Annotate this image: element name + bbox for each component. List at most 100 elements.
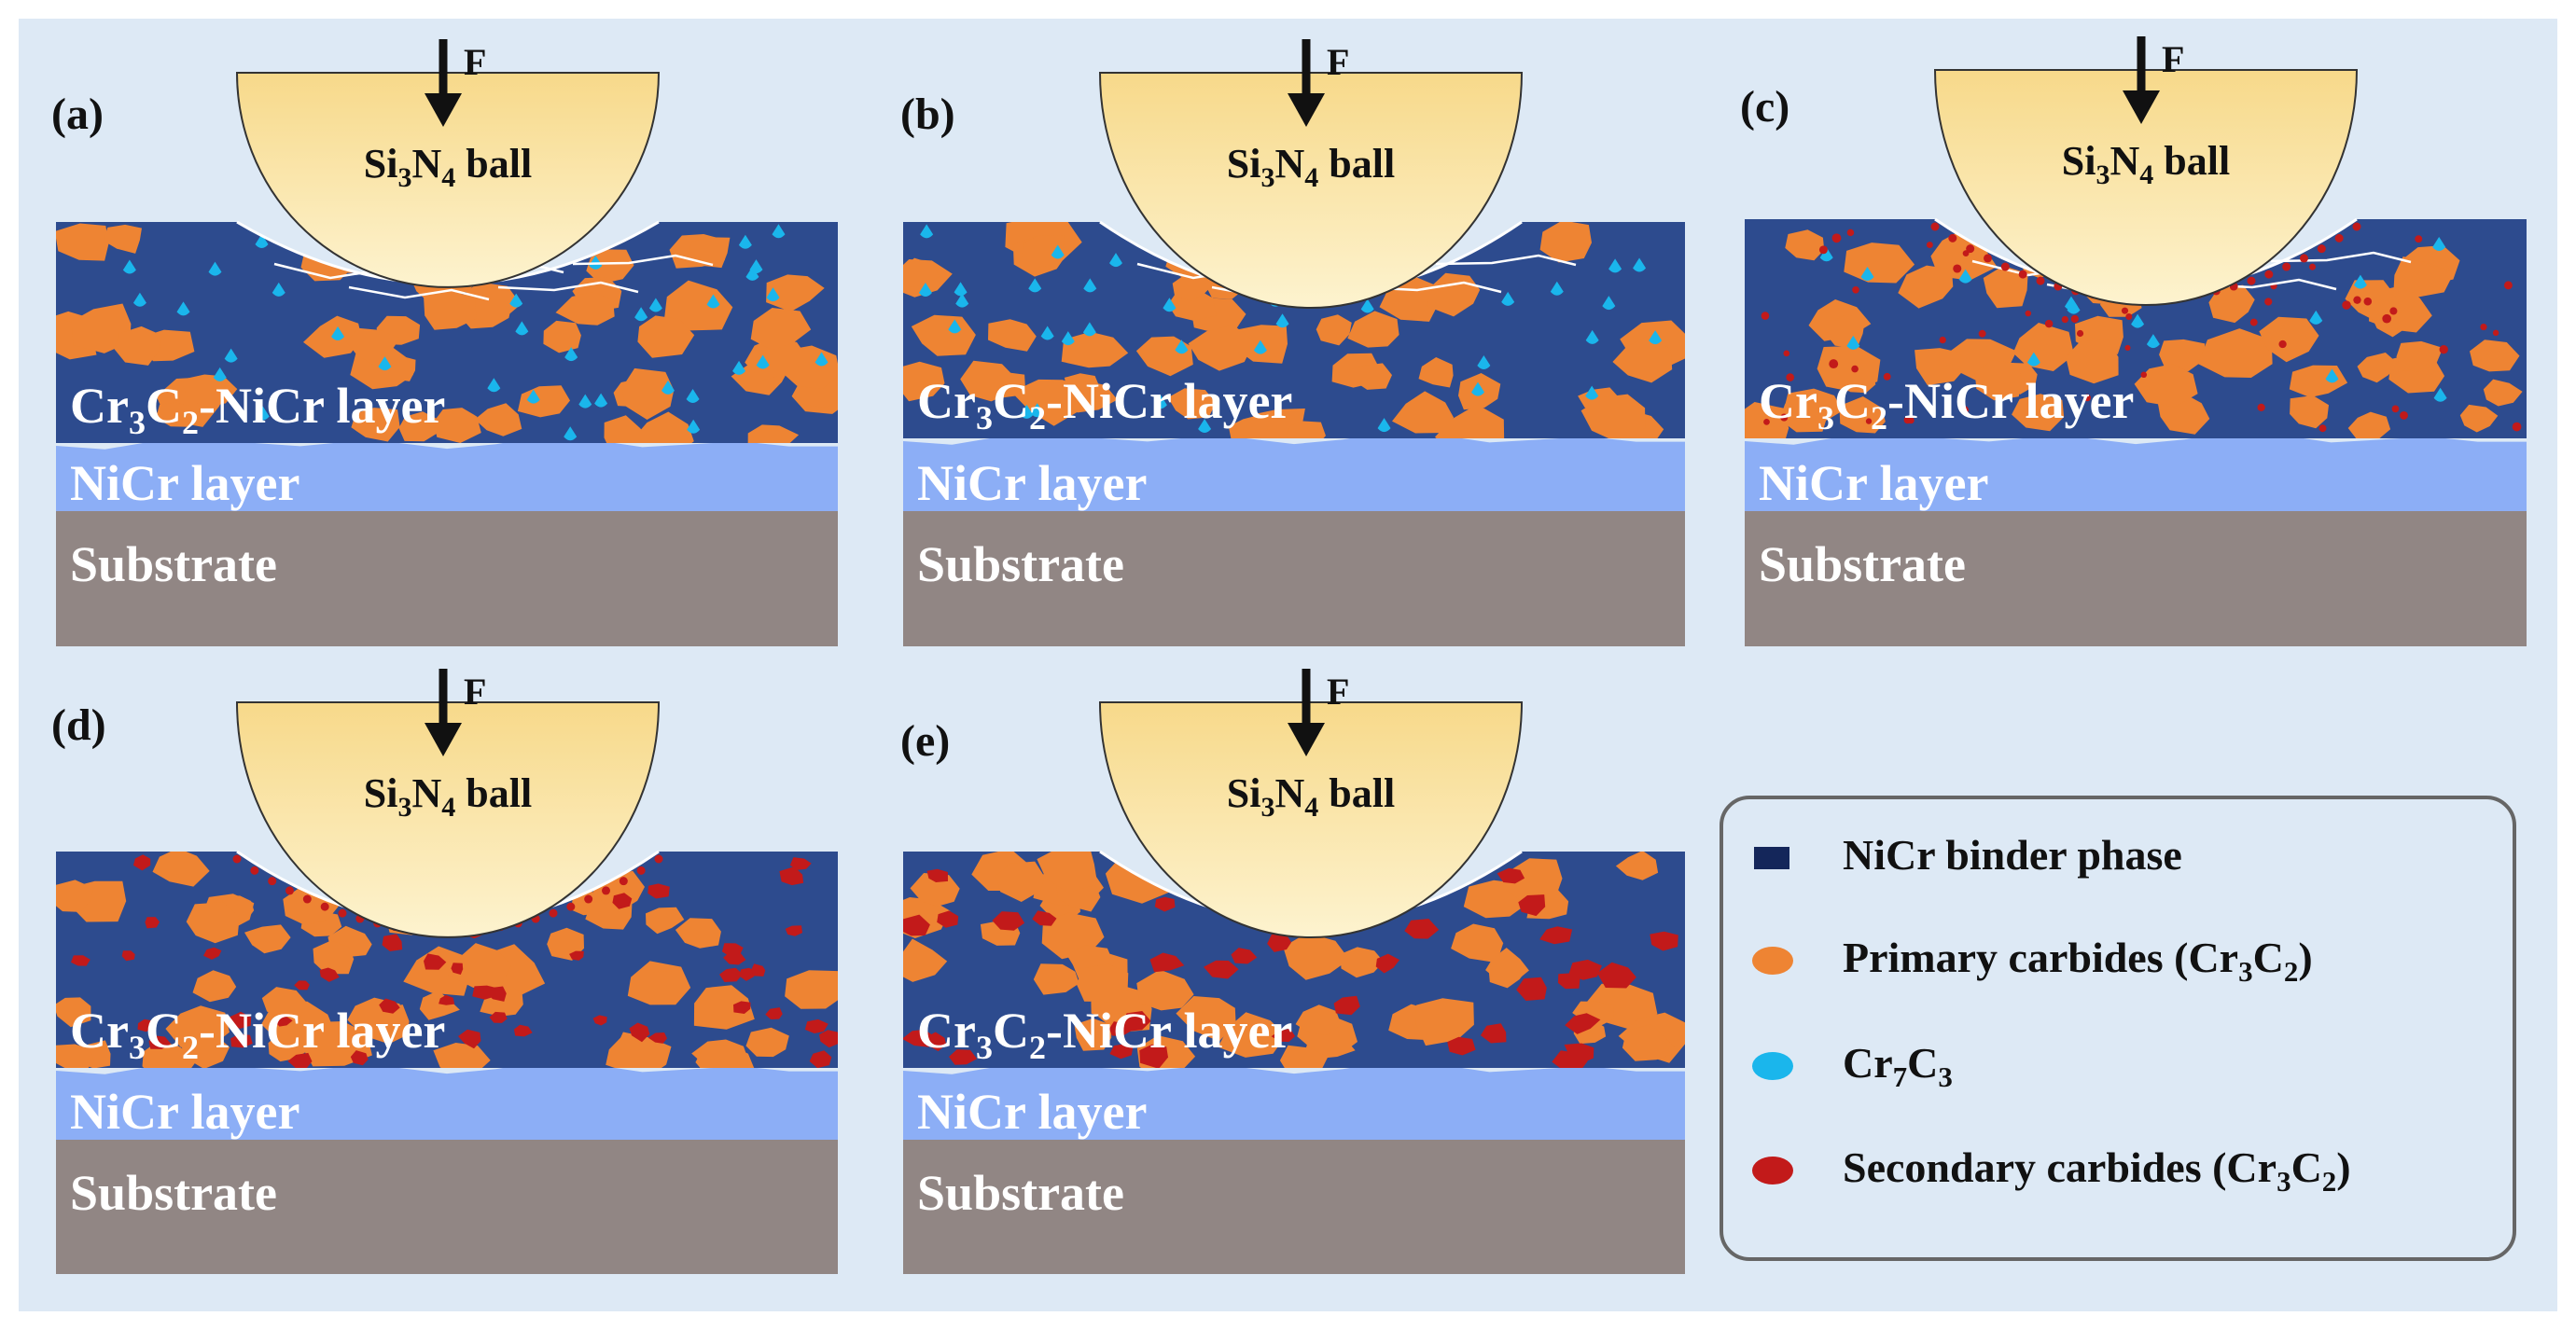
nicr-layer <box>56 1060 838 1140</box>
secondary-carbide <box>719 967 743 982</box>
cr7c3-carbide <box>1477 355 1491 370</box>
primary-carbide <box>398 411 439 442</box>
primary-carbide <box>56 997 91 1028</box>
composite-layer <box>903 222 1685 438</box>
cr7c3-carbide <box>272 282 285 297</box>
ball-label: Si3N4 ball <box>1227 141 1395 193</box>
secondary-carbide <box>1552 1050 1588 1068</box>
ball-label: Si3N4 ball <box>2062 138 2230 190</box>
secondary-carbide <box>2512 422 2522 432</box>
secondary-carbide <box>2124 344 2131 351</box>
primary-carbide <box>745 1027 789 1058</box>
cr7c3-carbide <box>954 282 968 297</box>
panel-label: (c) <box>1740 82 1789 132</box>
secondary-carbide <box>1865 418 1873 424</box>
cr7c3-carbide <box>766 287 780 302</box>
primary-carbide <box>785 970 838 1009</box>
si3n4-ball <box>235 701 661 938</box>
nicr-layer <box>1745 431 2527 511</box>
substrate-label: Substrate <box>70 536 277 592</box>
surface-secondary-carbide <box>584 894 593 904</box>
primary-carbide <box>2459 404 2499 433</box>
primary-carbide <box>114 326 163 366</box>
primary-carbide <box>71 303 132 353</box>
secondary-carbide <box>1926 242 1933 249</box>
primary-carbide <box>56 1044 94 1068</box>
cr7c3-carbide <box>706 294 720 309</box>
secondary-carbide <box>1883 372 1891 381</box>
secondary-carbide <box>2044 319 2054 328</box>
cr7c3-carbide <box>1958 269 1972 284</box>
si3n4-ball <box>235 72 661 288</box>
force-arrow-head <box>1288 723 1325 756</box>
legend-swatch-binder <box>1754 847 1789 869</box>
primary-carbide <box>1060 381 1118 413</box>
secondary-carbide <box>350 1050 369 1066</box>
cr7c3-carbide <box>1602 296 1616 311</box>
primary-carbide <box>2012 394 2065 432</box>
primary-carbide <box>244 924 291 954</box>
legend-swatch-secondary <box>1752 1157 1793 1185</box>
cr7c3-carbide <box>509 293 523 308</box>
cr7c3-carbide <box>487 378 501 393</box>
primary-carbide <box>351 408 400 442</box>
secondary-carbide <box>275 1016 293 1027</box>
primary-carbide <box>1022 235 1065 269</box>
primary-carbide <box>634 411 694 443</box>
secondary-carbide <box>2318 424 2327 433</box>
primary-carbide <box>1817 345 1881 393</box>
primary-carbide <box>664 280 733 331</box>
primary-carbide <box>1783 388 1843 425</box>
secondary-carbide <box>1596 962 1636 989</box>
secondary-carbide <box>230 1011 252 1029</box>
secondary-carbide <box>779 866 804 886</box>
legend-label-primary: Primary carbides (Cr3C2) <box>1843 934 2313 988</box>
secondary-carbide <box>2257 403 2265 411</box>
primary-carbide <box>747 424 800 443</box>
cr7c3-carbide <box>1020 404 1034 419</box>
secondary-carbide <box>2439 345 2448 354</box>
nicr-layer-label: NiCr layer <box>917 1084 1147 1140</box>
cr7c3-carbide <box>2067 299 2081 314</box>
cr7c3-carbide <box>1649 330 1663 345</box>
surface-secondary-carbide <box>2317 244 2326 254</box>
surface-secondary-carbide <box>250 866 259 875</box>
cr7c3-carbide <box>1608 258 1622 273</box>
secondary-carbide <box>287 1052 313 1068</box>
cr7c3-carbide <box>1253 339 1267 354</box>
secondary-carbide <box>2492 329 2499 337</box>
secondary-carbide <box>1851 365 1859 373</box>
secondary-carbide <box>1903 416 1912 424</box>
primary-carbide <box>1485 948 1529 981</box>
cr7c3-carbide <box>1846 335 1860 350</box>
secondary-carbide <box>2070 314 2079 324</box>
primary-carbide <box>586 249 634 284</box>
primary-carbide <box>750 308 812 351</box>
primary-carbide <box>766 274 825 312</box>
surface-secondary-carbide <box>2282 262 2291 271</box>
secondary-carbide <box>458 1029 481 1049</box>
primary-carbide <box>2357 353 2399 383</box>
cr7c3-carbide <box>526 389 540 404</box>
secondary-carbide <box>1818 245 1828 255</box>
secondary-carbide <box>1960 406 1970 414</box>
surface-secondary-carbide <box>2334 233 2344 242</box>
secondary-carbide <box>1480 1023 1507 1044</box>
primary-carbide <box>1285 421 1326 438</box>
secondary-carbide <box>451 963 464 975</box>
primary-carbide <box>1580 394 1646 438</box>
secondary-carbide <box>937 910 959 928</box>
primary-carbide <box>988 319 1037 352</box>
primary-carbide <box>261 987 307 1018</box>
primary-carbide <box>1612 335 1673 383</box>
primary-carbide <box>1228 414 1268 438</box>
si3n4-ball <box>1098 701 1524 938</box>
secondary-carbide <box>1539 926 1573 945</box>
ball-label: Si3N4 ball <box>364 770 532 823</box>
primary-carbide <box>621 367 675 420</box>
secondary-carbide <box>2363 297 2373 306</box>
cr7c3-carbide <box>772 224 786 239</box>
